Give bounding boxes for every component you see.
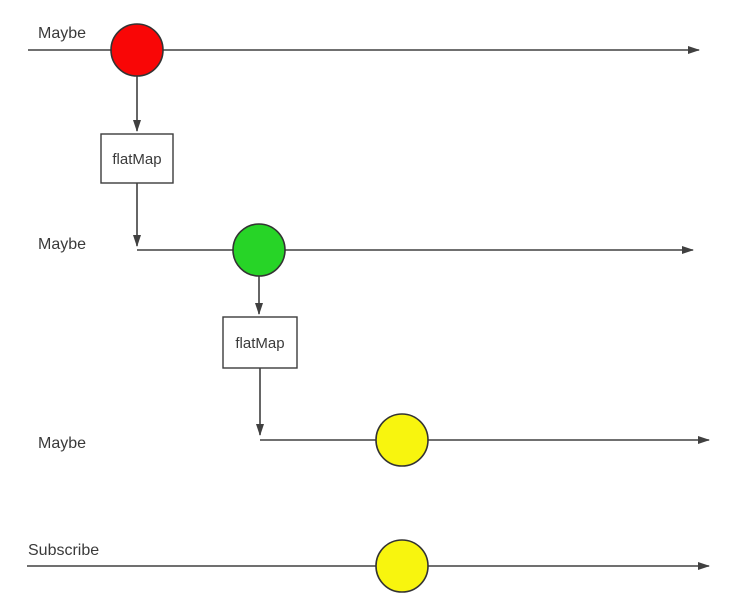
stream-row-source: Maybe <box>28 23 700 132</box>
operator-label-2: flatMap <box>235 335 284 352</box>
operator-flatmap-2: flatMap <box>222 316 298 436</box>
stream-label-maybe-2: Maybe <box>38 236 86 253</box>
marble-green <box>232 223 286 277</box>
marble-yellow-1 <box>375 413 429 467</box>
operator-flatmap-1: flatMap <box>100 133 174 247</box>
stream-row-inner-1: Maybe <box>38 223 694 315</box>
stream-label-maybe-1: Maybe <box>38 25 86 42</box>
operator-label-1: flatMap <box>112 151 161 168</box>
marble-red <box>110 23 164 77</box>
stream-label-maybe-3: Maybe <box>38 435 86 452</box>
stream-row-inner-2: Maybe <box>38 413 710 467</box>
operator-box-1 <box>100 133 174 184</box>
stream-label-subscribe: Subscribe <box>28 542 99 559</box>
stream-row-subscribe: Subscribe <box>27 539 710 593</box>
marble-yellow-2 <box>375 539 429 593</box>
